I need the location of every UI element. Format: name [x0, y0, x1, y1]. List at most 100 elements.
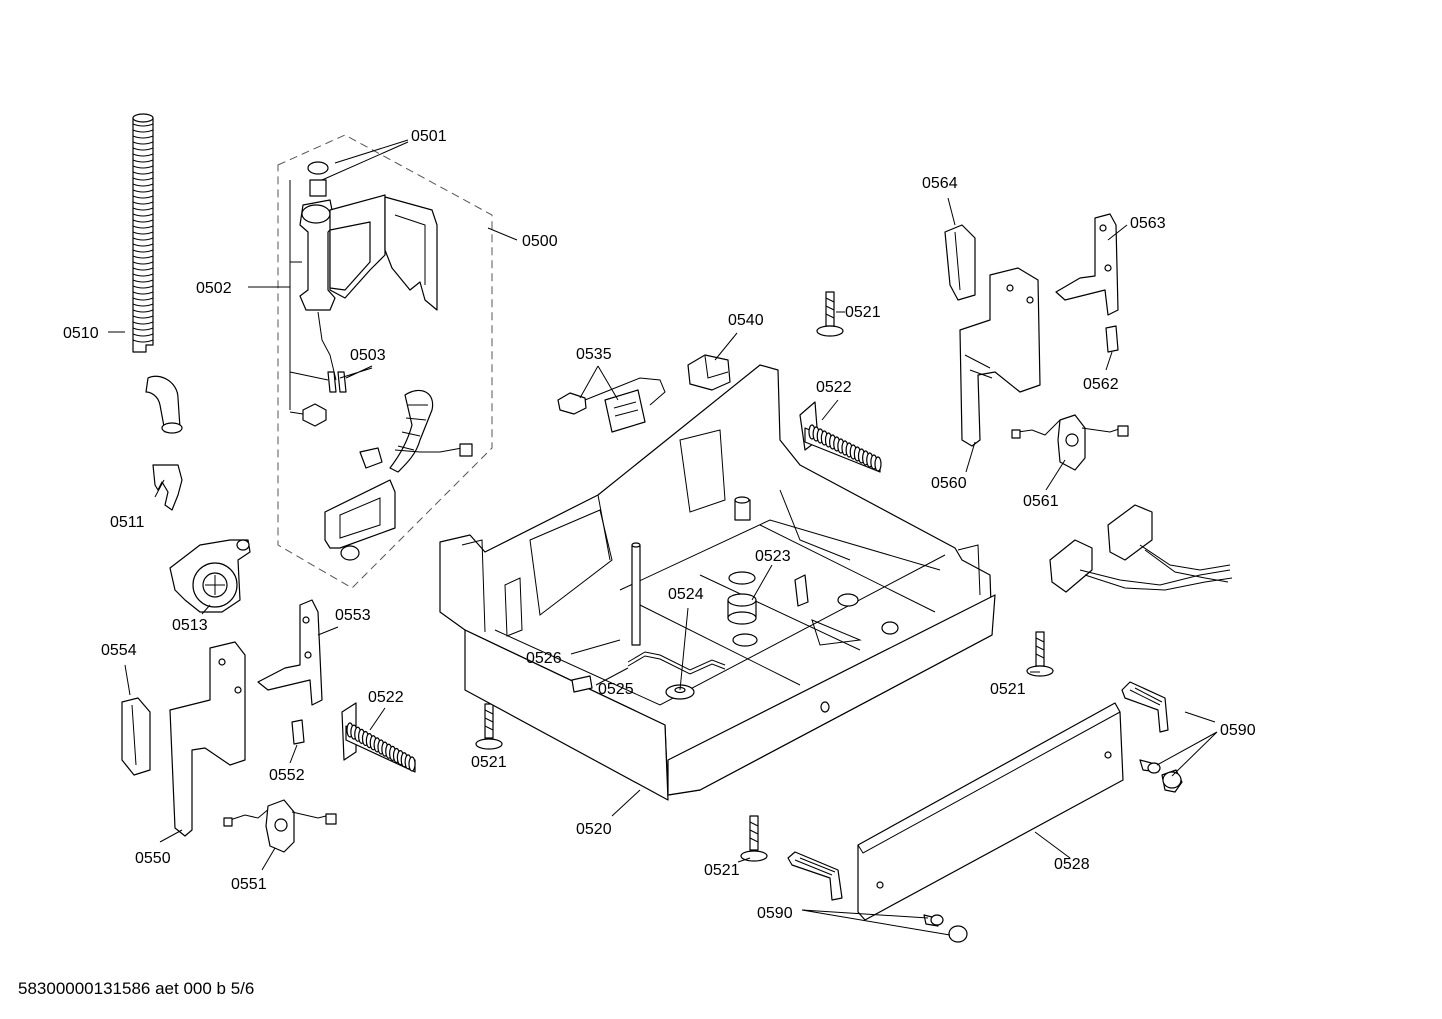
label-0535: 0535: [576, 346, 612, 363]
hose-rib: [132, 237, 154, 241]
label-0561: 0561: [1023, 493, 1059, 510]
label-0502: 0502: [196, 280, 232, 297]
label-0560: 0560: [931, 475, 967, 492]
label-0552: 0552: [269, 767, 305, 784]
hose-rib: [132, 165, 154, 169]
part-0560-panel: [959, 267, 1041, 447]
label-0510: 0510: [63, 325, 99, 342]
part-0513-pump: [169, 539, 251, 613]
hose-rib: [132, 309, 154, 313]
hose-rib: [132, 219, 154, 223]
part-0564-bracket: [944, 224, 976, 301]
hose-rib: [132, 327, 154, 331]
label-0523: 0523: [755, 548, 791, 565]
part-0540-block: [687, 354, 731, 391]
leader-lines: [108, 139, 1218, 936]
label-0500: 0500: [522, 233, 558, 250]
hose-rib: [132, 303, 154, 307]
label-0551: 0551: [231, 876, 267, 893]
part-0528-kick-plate: [857, 702, 1124, 921]
hose-rib: [132, 273, 154, 277]
part-0554-cover: [121, 697, 151, 776]
part-0562-clip: [1105, 325, 1119, 353]
hose-rib: [132, 129, 154, 133]
spring-coil: [408, 756, 416, 772]
label-0564: 0564: [922, 175, 958, 192]
part-0522-hinge-left: [341, 702, 416, 773]
label-0503: 0503: [350, 347, 386, 364]
hose-rib: [132, 225, 154, 229]
part-0590-hinge-bracket-left: [787, 851, 968, 943]
label-0522-right: 0522: [816, 379, 852, 396]
label-0513: 0513: [172, 617, 208, 634]
hose-rib: [132, 285, 154, 289]
hose-rib: [132, 339, 154, 343]
hose-rib: [132, 333, 154, 337]
part-0510-hose: [132, 113, 183, 434]
hose-rib: [132, 321, 154, 325]
label-0528: 0528: [1054, 856, 1090, 873]
hose-rib: [132, 201, 154, 205]
hose-rib: [132, 315, 154, 319]
hose-rib: [132, 159, 154, 163]
hose-rib: [132, 297, 154, 301]
document-footer-id: 58300000131586 aet 000 b 5/6: [18, 979, 255, 998]
label-0501: 0501: [411, 128, 447, 145]
label-0590-right: 0590: [1220, 722, 1256, 739]
hose-rib: [132, 255, 154, 259]
label-0525: 0525: [598, 681, 634, 698]
part-0552-clip: [291, 719, 305, 745]
part-0521-screw-top: [816, 291, 844, 337]
part-0521-screw-bottom: [740, 815, 768, 862]
label-0521-top: 0521: [845, 304, 881, 321]
part-0500-valve-assembly: [299, 161, 473, 561]
part-0553-bracket: [257, 599, 323, 706]
hose-rib: [132, 147, 154, 151]
label-0526: 0526: [526, 650, 562, 667]
hose-rib: [132, 243, 154, 247]
hose-rib: [132, 177, 154, 181]
hose-rib: [132, 231, 154, 235]
wire-harness: [1049, 504, 1233, 593]
hose-rib: [132, 171, 154, 175]
hose-rib: [132, 189, 154, 193]
part-0522-hinge-right: [799, 401, 882, 473]
hose-rib: [132, 135, 154, 139]
hose-rib: [132, 183, 154, 187]
hose-rib: [132, 123, 154, 127]
hose-rib: [132, 207, 154, 211]
label-0520: 0520: [576, 821, 612, 838]
label-0590-left: 0590: [757, 905, 793, 922]
label-0521-right: 0521: [990, 681, 1026, 698]
hose-rib: [132, 141, 154, 145]
part-0551-sensor: [223, 799, 337, 853]
label-0554: 0554: [101, 642, 137, 659]
hose-rib: [132, 261, 154, 265]
label-0511: 0511: [110, 514, 145, 531]
label-0562: 0562: [1083, 376, 1119, 393]
label-0553: 0553: [335, 607, 371, 624]
label-0521-left: 0521: [471, 754, 507, 771]
part-0550-panel: [169, 641, 246, 837]
hose-rib: [132, 291, 154, 295]
part-0521-screw-left: [475, 703, 503, 750]
part-0590-hinge-bracket-right: [1121, 681, 1183, 793]
label-0521-bottom: 0521: [704, 862, 740, 879]
label-0550: 0550: [135, 850, 171, 867]
part-0521-screw-right: [1026, 631, 1054, 677]
hose-rib: [132, 213, 154, 217]
label-0522-left: 0522: [368, 689, 404, 706]
part-0520-base-tub: [439, 364, 996, 801]
hose-rib: [132, 267, 154, 271]
group-outline-0500: [277, 134, 493, 589]
part-0561-sensor: [1011, 414, 1129, 471]
label-0563: 0563: [1130, 215, 1166, 232]
hose-rib: [132, 153, 154, 157]
hose-rib: [132, 195, 154, 199]
hose-rib: [132, 279, 154, 283]
part-0511-clip: [152, 464, 183, 511]
hose-rib: [132, 249, 154, 253]
part-0535-connector: [557, 377, 666, 433]
spring-coil: [874, 456, 882, 472]
